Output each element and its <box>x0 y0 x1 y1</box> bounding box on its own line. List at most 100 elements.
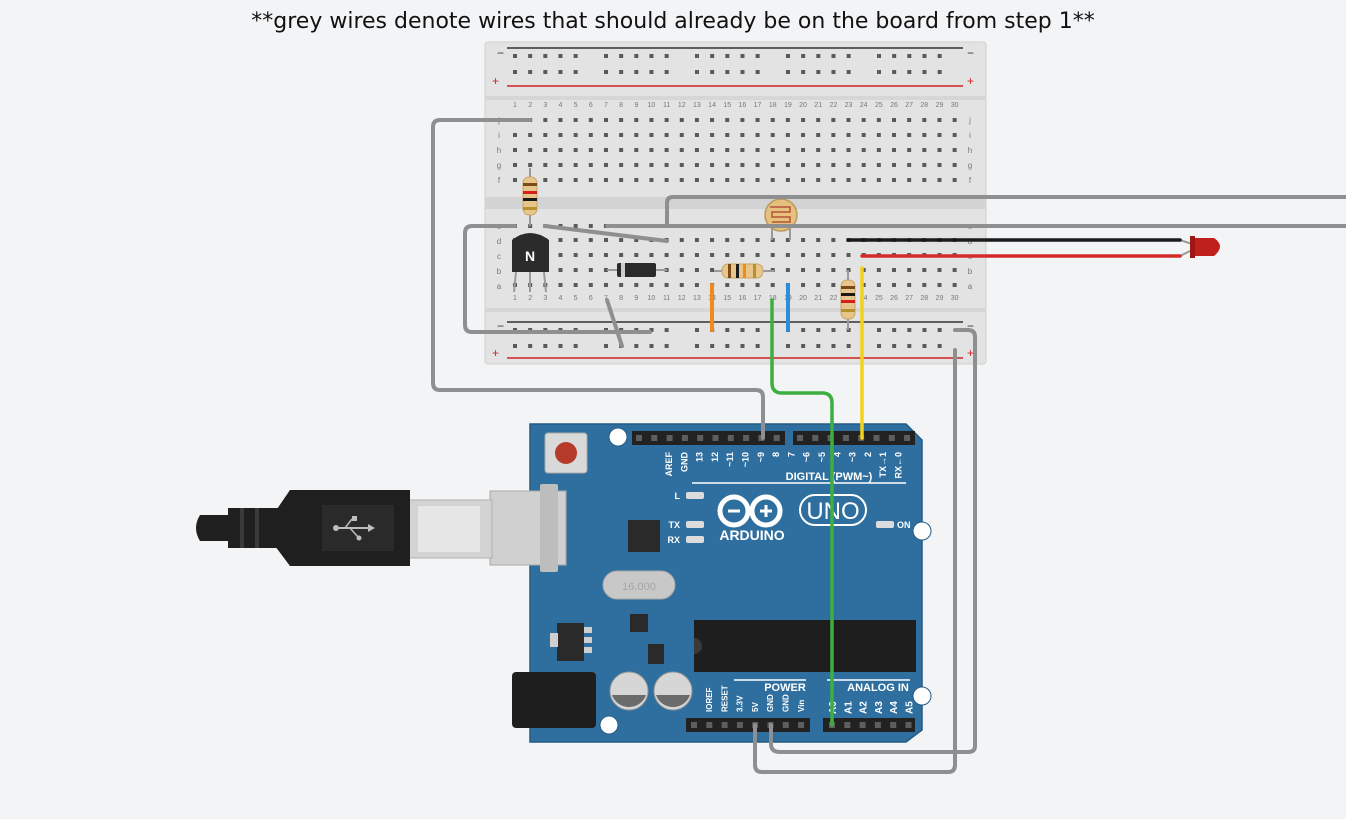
header-pin[interactable] <box>842 435 849 441</box>
breadboard-hole[interactable] <box>664 163 669 167</box>
breadboard-hole[interactable] <box>876 118 881 122</box>
breadboard-hole[interactable] <box>710 118 715 122</box>
rail-hole[interactable] <box>695 328 699 332</box>
breadboard-hole[interactable] <box>907 118 912 122</box>
rail-hole[interactable] <box>801 328 806 332</box>
breadboard-hole[interactable] <box>907 148 912 152</box>
rail-hole[interactable] <box>816 328 821 332</box>
breadboard-hole[interactable] <box>876 268 881 272</box>
breadboard-hole[interactable] <box>892 148 896 152</box>
breadboard-hole[interactable] <box>649 133 654 137</box>
breadboard-hole[interactable] <box>952 283 957 287</box>
breadboard-hole[interactable] <box>922 268 927 272</box>
breadboard-hole[interactable] <box>694 253 699 257</box>
breadboard-hole[interactable] <box>573 253 578 257</box>
breadboard-hole[interactable] <box>694 148 699 152</box>
breadboard-hole[interactable] <box>922 283 927 287</box>
breadboard-hole[interactable] <box>861 118 866 122</box>
breadboard-hole[interactable] <box>801 253 806 257</box>
breadboard-hole[interactable] <box>649 253 654 257</box>
breadboard-hole[interactable] <box>649 283 654 287</box>
rail-hole[interactable] <box>710 70 715 74</box>
breadboard-hole[interactable] <box>573 148 578 152</box>
breadboard-hole[interactable] <box>831 178 836 182</box>
rail-hole[interactable] <box>877 70 881 74</box>
breadboard-hole[interactable] <box>816 253 821 257</box>
breadboard-hole[interactable] <box>588 268 593 272</box>
rail-hole[interactable] <box>801 54 806 58</box>
breadboard-hole[interactable] <box>785 178 790 182</box>
rail-hole[interactable] <box>907 54 912 58</box>
header-pin[interactable] <box>691 722 697 728</box>
breadboard-hole[interactable] <box>710 148 715 152</box>
breadboard-hole[interactable] <box>588 163 593 167</box>
rail-hole[interactable] <box>801 70 806 74</box>
breadboard-hole[interactable] <box>603 163 608 167</box>
breadboard-hole[interactable] <box>634 133 639 137</box>
breadboard-hole[interactable] <box>588 224 593 228</box>
rail-hole[interactable] <box>619 54 624 58</box>
rail-hole[interactable] <box>543 344 548 348</box>
breadboard-hole[interactable] <box>892 163 896 167</box>
breadboard-hole[interactable] <box>588 253 593 257</box>
rail-hole[interactable] <box>755 70 760 74</box>
breadboard-hole[interactable] <box>588 178 593 182</box>
rail-hole[interactable] <box>786 344 790 348</box>
breadboard-hole[interactable] <box>603 118 608 122</box>
header-pin[interactable] <box>706 722 713 728</box>
breadboard-hole[interactable] <box>634 283 639 287</box>
breadboard-hole[interactable] <box>528 148 533 152</box>
breadboard-hole[interactable] <box>543 178 548 182</box>
breadboard-hole[interactable] <box>952 148 957 152</box>
header-pin[interactable] <box>888 435 895 441</box>
breadboard-hole[interactable] <box>634 178 639 182</box>
breadboard-hole[interactable] <box>740 163 745 167</box>
breadboard-hole[interactable] <box>528 163 533 167</box>
breadboard-hole[interactable] <box>816 163 821 167</box>
breadboard-hole[interactable] <box>725 238 730 242</box>
breadboard-hole[interactable] <box>831 253 836 257</box>
header-pin[interactable] <box>727 435 734 441</box>
breadboard-hole[interactable] <box>846 178 851 182</box>
rail-hole[interactable] <box>816 54 821 58</box>
breadboard-hole[interactable] <box>603 148 608 152</box>
rail-hole[interactable] <box>573 70 578 74</box>
breadboard-hole[interactable] <box>573 283 578 287</box>
breadboard-hole[interactable] <box>907 133 912 137</box>
breadboard-hole[interactable] <box>952 118 957 122</box>
rail-hole[interactable] <box>528 54 533 58</box>
rail-hole[interactable] <box>831 344 836 348</box>
breadboard-hole[interactable] <box>740 118 745 122</box>
breadboard-hole[interactable] <box>694 238 699 242</box>
rail-hole[interactable] <box>831 54 836 58</box>
breadboard-hole[interactable] <box>679 178 684 182</box>
breadboard-hole[interactable] <box>740 178 745 182</box>
breadboard-hole[interactable] <box>679 148 684 152</box>
breadboard-hole[interactable] <box>952 178 957 182</box>
breadboard-hole[interactable] <box>740 133 745 137</box>
breadboard-hole[interactable] <box>876 133 881 137</box>
header-pin[interactable] <box>798 722 805 728</box>
breadboard-hole[interactable] <box>558 133 563 137</box>
rail-hole[interactable] <box>695 344 699 348</box>
breadboard-hole[interactable] <box>694 133 699 137</box>
rail-hole[interactable] <box>892 328 897 332</box>
rail-hole[interactable] <box>604 70 608 74</box>
header-pin[interactable] <box>651 435 658 441</box>
breadboard-hole[interactable] <box>694 118 699 122</box>
rail-hole[interactable] <box>558 54 563 58</box>
breadboard-hole[interactable] <box>619 118 624 122</box>
rail-hole[interactable] <box>831 328 836 332</box>
breadboard-hole[interactable] <box>907 163 912 167</box>
rail-hole[interactable] <box>740 54 745 58</box>
rail-hole[interactable] <box>604 54 608 58</box>
breadboard-hole[interactable] <box>816 283 821 287</box>
breadboard-hole[interactable] <box>876 163 881 167</box>
breadboard-hole[interactable] <box>513 148 517 152</box>
breadboard-hole[interactable] <box>588 148 593 152</box>
breadboard-hole[interactable] <box>558 253 563 257</box>
rail-hole[interactable] <box>846 344 851 348</box>
breadboard-hole[interactable] <box>892 283 896 287</box>
rail-hole[interactable] <box>558 70 563 74</box>
breadboard-hole[interactable] <box>588 283 593 287</box>
